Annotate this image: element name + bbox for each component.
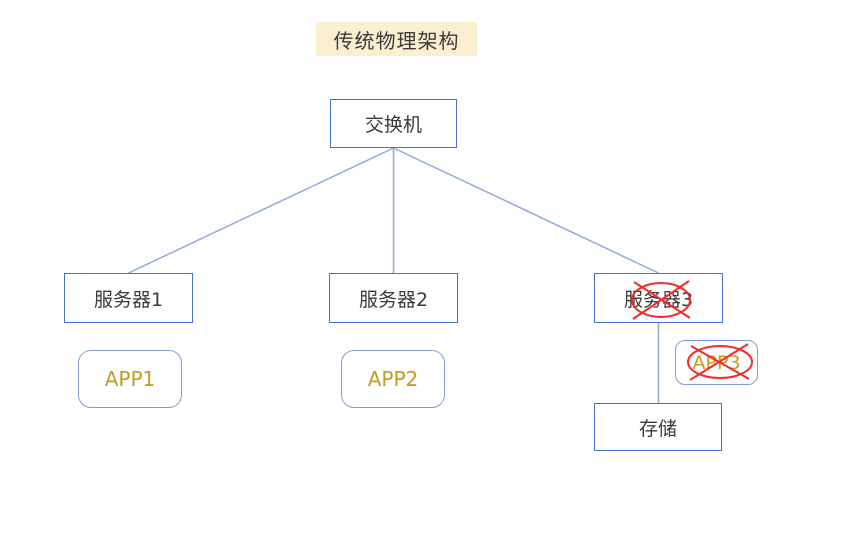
node-server1-label: 服务器1 (93, 288, 164, 311)
node-storage: 存储 (594, 403, 722, 451)
node-server1: 服务器1 (64, 273, 193, 323)
diagram-title: 传统物理架构 (316, 22, 477, 56)
node-app3: APP3 (675, 340, 758, 385)
node-server2-label: 服务器2 (358, 288, 429, 311)
node-app2-label: APP2 (367, 367, 419, 391)
edge-switch-server3 (393, 147, 659, 274)
edge-switch-server1 (128, 147, 394, 274)
node-switch: 交换机 (330, 99, 457, 148)
node-server3: 服务器3 (594, 273, 723, 323)
node-server3-label: 服务器3 (623, 288, 694, 311)
node-app1: APP1 (78, 350, 182, 408)
node-server2: 服务器2 (329, 273, 458, 323)
node-app2: APP2 (341, 350, 445, 408)
node-app1-label: APP1 (104, 367, 156, 391)
node-app3-label: APP3 (692, 351, 741, 374)
node-switch-label: 交换机 (364, 114, 422, 136)
node-storage-label: 存储 (638, 417, 677, 440)
